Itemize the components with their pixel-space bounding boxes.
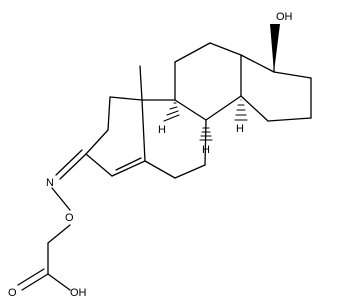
hydroxyl-oh-label: OH xyxy=(276,11,293,23)
ring-c xyxy=(174,42,242,121)
ring-d xyxy=(240,54,312,122)
h-c8-label: H xyxy=(202,144,210,156)
ring-a xyxy=(85,96,146,177)
methyl-c10 xyxy=(139,65,143,101)
carbonyl-o-label: O xyxy=(8,287,17,299)
wedge-bond-c17-oh xyxy=(270,24,280,72)
hash-bond-c14-h xyxy=(234,99,248,121)
hash-bond-c9-h xyxy=(163,102,180,122)
oxime-double-bond xyxy=(55,149,87,180)
carbonyl-double-bond xyxy=(17,268,49,291)
bond-c-oh xyxy=(47,273,71,291)
oxime-n-label: N xyxy=(46,177,54,189)
ether-o-label: O xyxy=(65,212,74,224)
hash-bond-c8-h xyxy=(199,123,213,141)
h-c9-label: H xyxy=(158,124,166,136)
h-c14-label: H xyxy=(236,123,244,135)
bond-n-o xyxy=(51,187,71,211)
acid-oh-label: OH xyxy=(70,287,87,299)
ring-b xyxy=(141,99,207,179)
bond-o-ch2 xyxy=(47,224,71,244)
